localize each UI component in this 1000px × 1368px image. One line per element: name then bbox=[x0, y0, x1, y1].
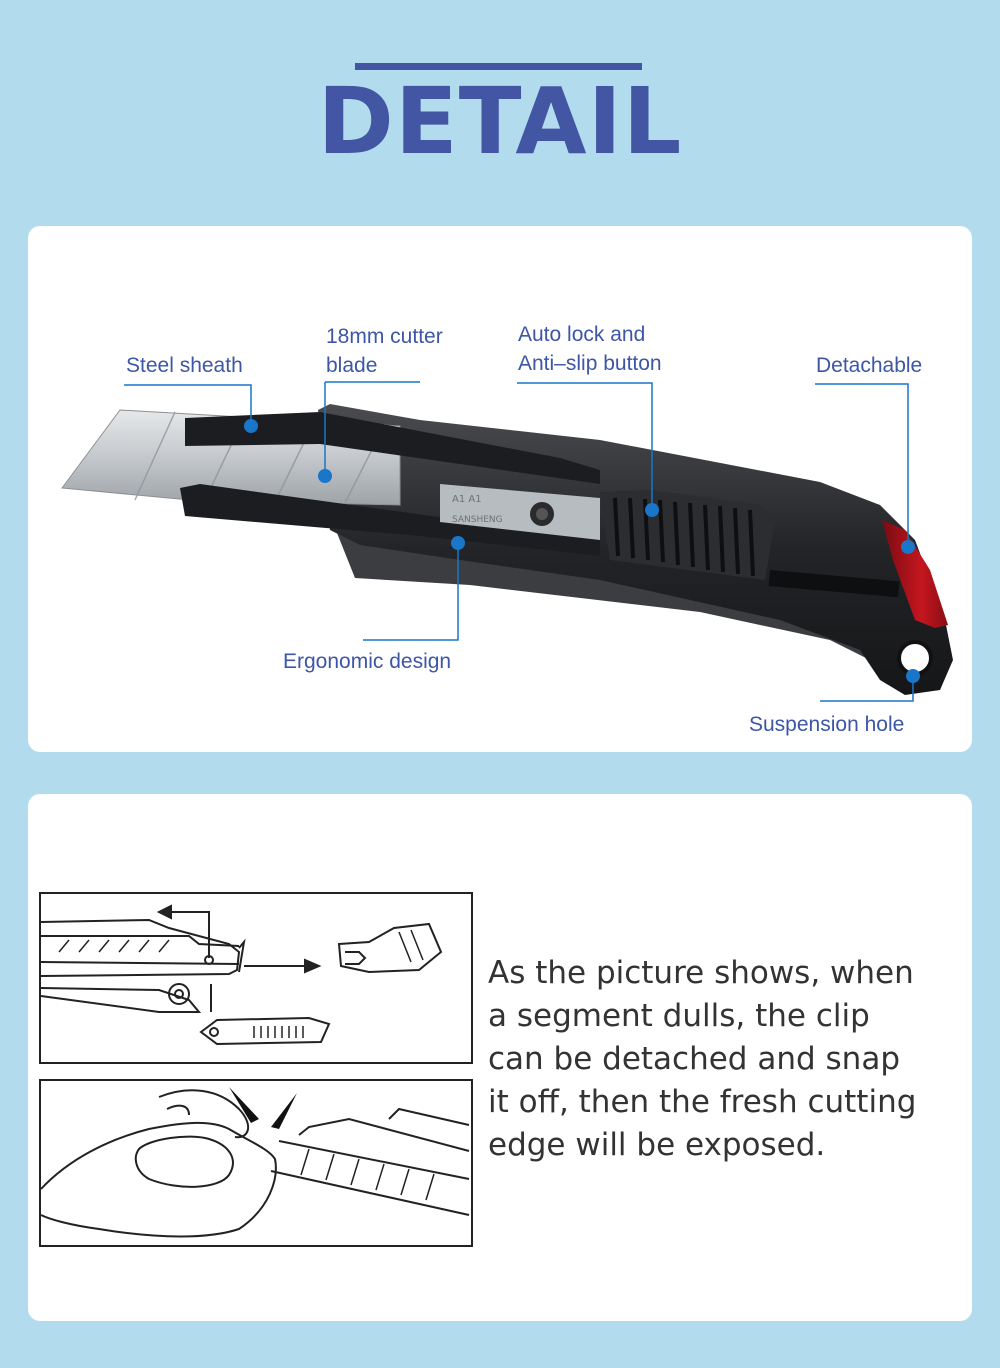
callout-ergonomic-label: Ergonomic design bbox=[283, 650, 452, 673]
description-line: edge will be exposed. bbox=[488, 1127, 826, 1163]
description-line: it off, then the fresh cutting bbox=[488, 1084, 917, 1120]
callout-blade-line2: blade bbox=[326, 354, 378, 377]
page-title: DETAIL bbox=[317, 68, 683, 175]
callout-autolock-line2: Anti–slip button bbox=[518, 352, 662, 375]
callout-detachable: Detachable bbox=[816, 351, 922, 380]
usage-description: As the picture shows, when a segment dul… bbox=[488, 952, 958, 1167]
callout-suspension: Suspension hole bbox=[749, 710, 904, 739]
snap-blade-illustration bbox=[39, 1079, 473, 1247]
clip-removal-illustration bbox=[39, 892, 473, 1064]
callout-detachable-label: Detachable bbox=[816, 354, 923, 377]
callout-suspension-label: Suspension hole bbox=[749, 713, 905, 736]
callout-autolock: Auto lock and Anti–slip button bbox=[518, 320, 662, 378]
description-line: can be detached and snap bbox=[488, 1041, 900, 1077]
title-accent-bar bbox=[355, 63, 642, 70]
callout-steel-sheath: Steel sheath bbox=[126, 351, 243, 380]
description-line: a segment dulls, the clip bbox=[488, 998, 870, 1034]
callout-blade-line1: 18mm cutter bbox=[326, 325, 443, 348]
callout-ergonomic: Ergonomic design bbox=[283, 647, 451, 676]
callout-autolock-line1: Auto lock and bbox=[518, 323, 646, 346]
product-detail-card bbox=[28, 226, 972, 752]
callout-blade: 18mm cutter blade bbox=[326, 322, 443, 380]
description-line: As the picture shows, when bbox=[488, 955, 914, 991]
callout-steel-sheath-label: Steel sheath bbox=[126, 354, 243, 377]
